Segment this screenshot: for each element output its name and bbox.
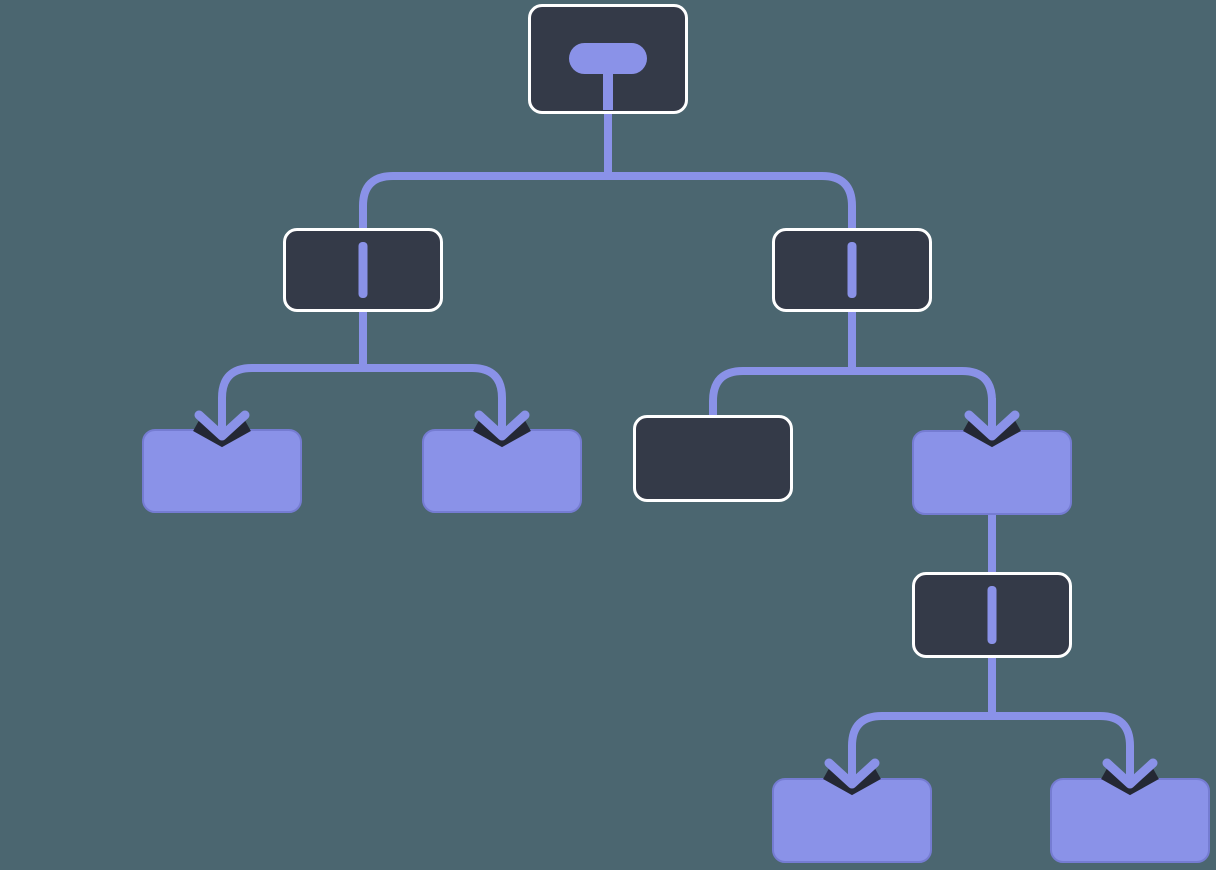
collector-node-right[interactable] xyxy=(912,430,1072,515)
edge-left-subtree-bar xyxy=(218,364,506,436)
branch-node-lower[interactable] xyxy=(912,572,1072,658)
branch-node-left[interactable] xyxy=(283,228,443,312)
pass-through-line-icon xyxy=(358,242,368,298)
leaf-node-left-2[interactable] xyxy=(422,429,582,513)
pass-through-line-icon xyxy=(847,242,857,298)
leaf-node-bottom-2[interactable] xyxy=(1050,778,1210,863)
edge-bottom-subtree-bar xyxy=(848,712,1134,784)
leaf-node-bottom-1[interactable] xyxy=(772,778,932,863)
root-node[interactable] xyxy=(528,4,688,114)
edge-level1-bar xyxy=(359,172,856,232)
branch-node-right[interactable] xyxy=(772,228,932,312)
plain-node-right[interactable] xyxy=(633,415,793,502)
leaf-node-left-1[interactable] xyxy=(142,429,302,513)
pill-icon xyxy=(569,43,647,74)
pill-stem-icon xyxy=(603,71,613,110)
edge-right-subtree-bar xyxy=(709,367,996,436)
pass-through-line-icon xyxy=(987,586,997,644)
